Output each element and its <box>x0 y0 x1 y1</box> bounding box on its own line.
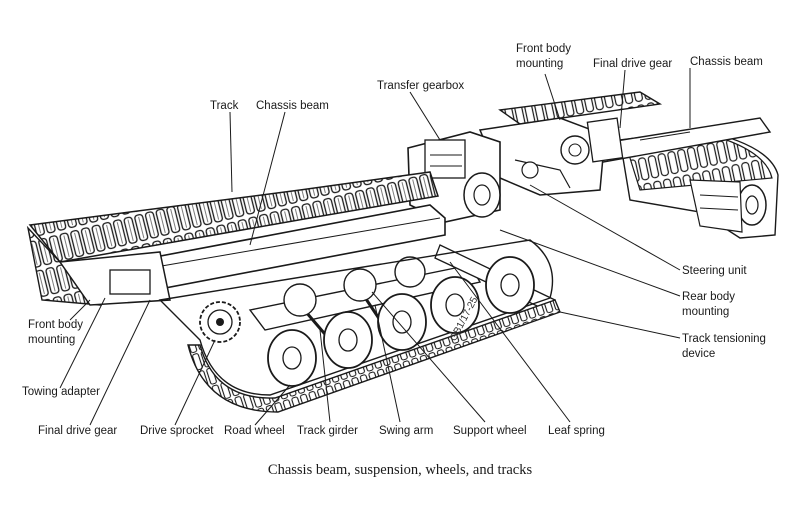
left-chassis-beam <box>58 204 446 306</box>
right-rear-track <box>498 91 779 239</box>
label-chassis-beam-right: Chassis beam <box>690 56 763 68</box>
label-front-body-mounting-top: Front body mounting <box>516 43 571 70</box>
front-right-mechanism <box>478 117 624 196</box>
label-final-drive-gear-top: Final drive gear <box>593 58 673 70</box>
leader-lines <box>59 68 691 426</box>
road-wheel <box>323 311 373 369</box>
road-wheel <box>377 293 427 351</box>
label-rear-body-mounting: Rear body mounting <box>682 291 736 318</box>
label-towing-adapter: Towing adapter <box>22 386 100 398</box>
label-front-body-mounting-left: Front body mounting <box>28 319 83 346</box>
lower-track <box>158 239 561 413</box>
road-wheel <box>430 276 480 334</box>
label-track-girder: Track girder <box>297 425 358 437</box>
label-track: Track <box>210 100 239 112</box>
label-track-tensioning-device: Track tensioning device <box>682 333 766 360</box>
label-leaf-spring: Leaf spring <box>548 425 605 437</box>
label-transfer-gearbox: Transfer gearbox <box>377 80 465 92</box>
label-support-wheel: Support wheel <box>453 425 527 437</box>
support-wheels <box>283 256 426 317</box>
label-final-drive-gear-bottom: Final drive gear <box>38 425 118 437</box>
road-wheel <box>485 256 535 314</box>
label-chassis-beam-left: Chassis beam <box>256 100 329 112</box>
figure-caption: Chassis beam, suspension, wheels, and tr… <box>267 462 533 478</box>
road-wheel <box>267 329 317 387</box>
label-swing-arm: Swing arm <box>379 425 434 437</box>
transfer-gearbox <box>407 131 501 223</box>
road-wheels <box>267 256 535 387</box>
label-steering-unit: Steering unit <box>682 265 747 277</box>
label-drive-sprocket: Drive sprocket <box>140 425 214 437</box>
drive-sprocket <box>199 301 241 343</box>
label-road-wheel: Road wheel <box>224 425 285 437</box>
